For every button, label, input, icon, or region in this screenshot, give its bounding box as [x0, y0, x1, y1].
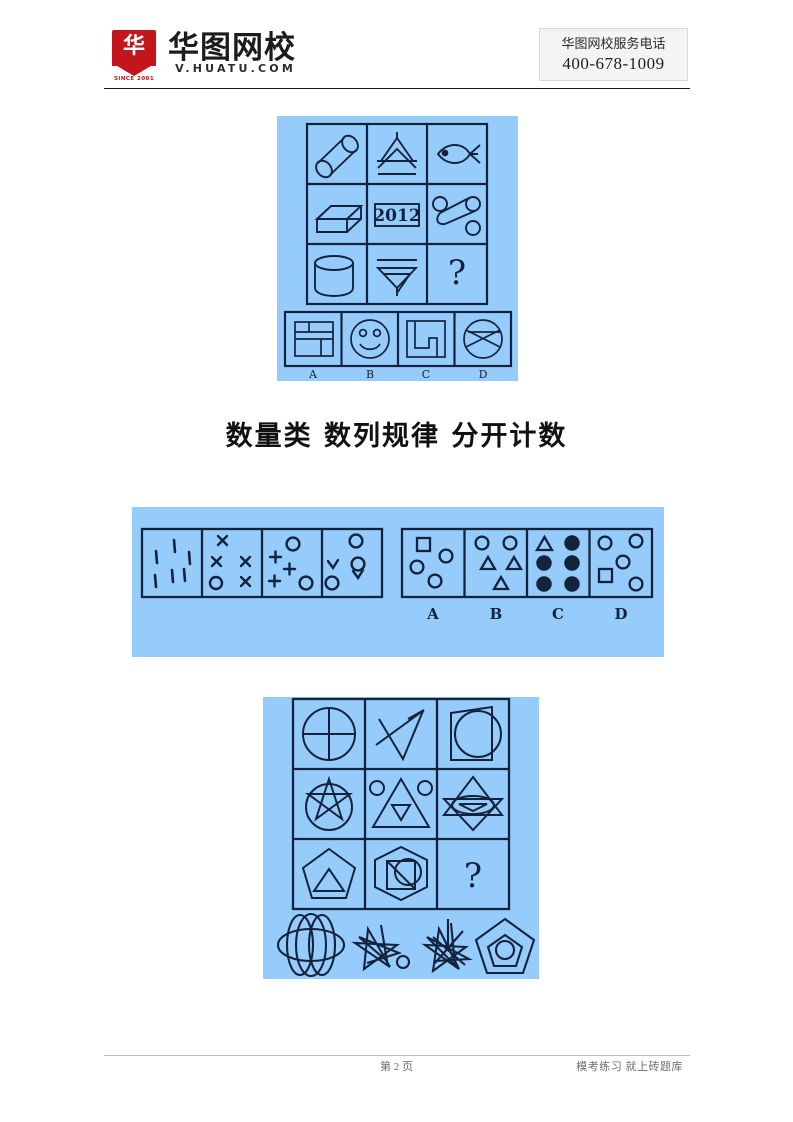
shield-point — [112, 63, 156, 76]
since-text: SINCE 2001 — [113, 76, 155, 82]
shield-body — [112, 30, 156, 66]
brand-logo: 华 SINCE 2001 华图网校 V.HUATU.COM — [112, 30, 296, 82]
figure-2-option-letter: B — [490, 605, 503, 623]
figure-2-option-letter: A — [426, 605, 439, 623]
figure-2-option-letter: C — [552, 605, 564, 623]
service-phone-label: 华图网校服务电话 — [561, 36, 666, 51]
figure-3-svg: ? — [276, 697, 536, 978]
page-title: 数量类 数列规律 分开计数 — [225, 421, 568, 452]
figure-1-svg: 2012 — [283, 122, 513, 381]
svg-text:2012: 2012 — [373, 206, 420, 226]
figure-1-option-letter: A — [308, 368, 318, 381]
figure-3-matrix-puzzle: ? — [263, 697, 539, 979]
figure-2-svg: A B C D — [140, 527, 654, 623]
page-header: 华 SINCE 2001 华图网校 V.HUATU.COM 华图网校服务电话 4… — [0, 0, 793, 96]
service-phone-number: 400-678-1009 — [562, 54, 665, 73]
figure-2-count-sequence-puzzle: A B C D — [132, 507, 664, 657]
shield-glyph: 华 — [122, 34, 145, 59]
figure-1-matrix-puzzle: 2012 — [277, 116, 518, 381]
figure-1-option-letter: C — [422, 368, 430, 381]
figure-1-option-letter: B — [366, 368, 374, 381]
svg-text:?: ? — [448, 253, 466, 293]
service-phone-box: 华图网校服务电话 400-678-1009 — [539, 28, 688, 81]
footer-slogan: 模考练习 就上砖题库 — [576, 1061, 683, 1073]
figure-2-option-letter: D — [614, 605, 627, 623]
shield-icon: 华 SINCE 2001 — [112, 30, 156, 82]
page-number: 第 2 页 — [380, 1061, 413, 1073]
svg-text:?: ? — [464, 856, 482, 896]
footer-divider — [104, 1055, 690, 1056]
figure-1-option-letter: D — [479, 368, 488, 381]
wordmark: 华图网校 V.HUATU.COM — [168, 31, 296, 75]
header-divider — [104, 88, 690, 89]
wordmark-domain: V.HUATU.COM — [175, 62, 296, 75]
wordmark-chinese: 华图网校 — [168, 30, 296, 66]
